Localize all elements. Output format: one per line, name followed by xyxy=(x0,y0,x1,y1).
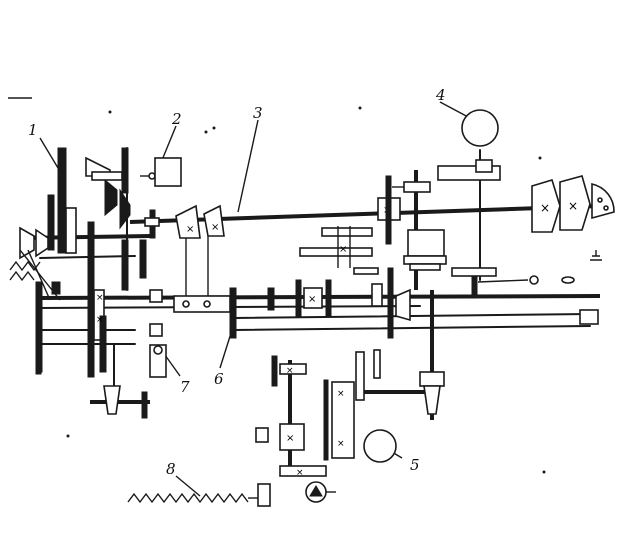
svg-text:×: × xyxy=(286,366,294,376)
svg-text:×: × xyxy=(540,201,550,215)
right-clutch-group: × × xyxy=(531,175,615,233)
svg-text:×: × xyxy=(296,468,304,478)
svg-text:×: × xyxy=(337,389,345,399)
callout-2: 2 xyxy=(171,110,182,128)
callout-5: 5 xyxy=(410,456,420,474)
upper-left-group xyxy=(85,156,160,239)
svg-text:×: × xyxy=(308,294,316,305)
lower-middle-gears: × × × xyxy=(271,267,445,461)
svg-text:×: × xyxy=(568,199,578,213)
slide-block-6 xyxy=(149,287,237,339)
dog-7 xyxy=(149,344,167,378)
unit-box-2 xyxy=(154,157,182,187)
speckles xyxy=(66,106,546,474)
rack-8 xyxy=(127,492,258,504)
svg-text:×: × xyxy=(337,439,345,449)
callout-3: 3 xyxy=(253,104,263,122)
callout-6: 6 xyxy=(214,370,224,388)
lower-vertical-chain: × × xyxy=(255,423,336,507)
svg-text:×: × xyxy=(96,293,104,303)
svg-text:×: × xyxy=(211,222,219,233)
callout-8: 8 xyxy=(166,460,176,478)
shaft-3-clutches: × × xyxy=(175,204,225,296)
handwheel-4 xyxy=(461,109,499,147)
svg-text:×: × xyxy=(186,224,194,235)
handwheel-5 xyxy=(363,429,397,463)
callout-7: 7 xyxy=(180,378,190,396)
callout-leaders xyxy=(39,101,471,497)
middle-gears: × × xyxy=(267,226,383,317)
callout-labels: 1 2 3 4 5 6 7 8 xyxy=(28,86,446,478)
svg-text:×: × xyxy=(339,244,347,255)
right-lever-group xyxy=(451,250,602,325)
callout-1: 1 xyxy=(28,121,38,139)
upper-right-gears: × xyxy=(377,150,501,271)
svg-text:×: × xyxy=(96,315,104,325)
svg-text:×: × xyxy=(286,433,294,444)
callout-4: 4 xyxy=(435,86,446,104)
bottom-left-gears xyxy=(35,349,148,419)
left-gear-cluster: × × xyxy=(9,147,147,378)
